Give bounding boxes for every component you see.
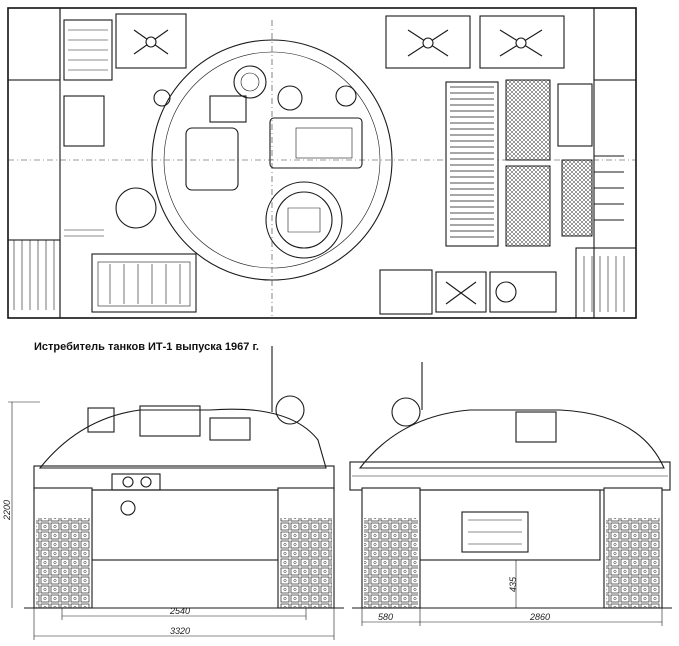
vent-dome-1-inner bbox=[240, 72, 260, 92]
fender-ribs-left bbox=[13, 240, 55, 310]
mesh-screen-2 bbox=[505, 165, 551, 247]
left-rails bbox=[64, 229, 104, 237]
front-headlight-1 bbox=[122, 476, 134, 488]
box-latch-1 bbox=[145, 36, 157, 48]
front-hull-lower bbox=[91, 489, 279, 561]
front-turret-dome bbox=[38, 408, 327, 469]
front-track-right-links bbox=[280, 518, 332, 608]
front-periscope-left bbox=[87, 407, 115, 433]
box-latch-2 bbox=[422, 37, 434, 49]
top-view bbox=[7, 7, 637, 319]
exhaust-rails bbox=[594, 155, 624, 221]
rear-box-2 bbox=[435, 271, 487, 313]
dim-track-width: 580 bbox=[378, 612, 394, 622]
front-tow-hook bbox=[120, 500, 136, 516]
dim-height-total: 2200 bbox=[2, 499, 12, 520]
rear-view bbox=[349, 362, 672, 626]
fender-front-left bbox=[7, 7, 61, 81]
periscope-2 bbox=[153, 89, 171, 107]
fender-ribs-right bbox=[583, 256, 625, 312]
dim-overall-width: 3320 bbox=[170, 626, 191, 636]
vent-dome-2 bbox=[335, 85, 357, 107]
dim-ground-clearance: 435 bbox=[508, 576, 518, 592]
left-rack bbox=[63, 19, 113, 81]
sight-housing bbox=[269, 117, 363, 169]
rear-hull-lower bbox=[419, 489, 601, 561]
left-rack-bars bbox=[68, 29, 108, 71]
rear-tow-plate bbox=[461, 511, 529, 553]
rear-track-left-links bbox=[364, 518, 418, 608]
dim-track-gauge: 2540 bbox=[170, 606, 191, 616]
rear-box-2-cross bbox=[445, 281, 477, 305]
left-hatch-ring bbox=[115, 187, 157, 229]
rear-box-3 bbox=[489, 271, 557, 313]
antenna-base bbox=[209, 95, 247, 123]
fender-rear-left bbox=[7, 239, 61, 319]
front-headlight-box bbox=[111, 473, 161, 491]
mesh-screen-3 bbox=[561, 159, 593, 237]
vent-dome-1 bbox=[233, 65, 267, 99]
cupola-outer bbox=[265, 181, 343, 259]
side-panel bbox=[557, 83, 593, 147]
rear-tow-plate-ribs bbox=[468, 519, 522, 545]
fuel-box-left-ribs bbox=[109, 264, 181, 304]
rear-box-1 bbox=[379, 269, 433, 315]
front-sight-block bbox=[139, 405, 201, 437]
rear-searchlight bbox=[391, 397, 421, 427]
drawing-caption: Истребитель танков ИТ-1 выпуска 1967 г. bbox=[34, 341, 259, 353]
fender-front-right bbox=[593, 7, 637, 81]
sight-window bbox=[295, 127, 353, 159]
front-track-left-links bbox=[36, 518, 90, 608]
periscope-1 bbox=[277, 85, 303, 111]
cupola-inner bbox=[275, 191, 333, 249]
rear-track-right-links bbox=[606, 518, 660, 608]
mesh-screen-1 bbox=[505, 79, 551, 161]
cupola-periscope bbox=[287, 207, 321, 233]
engine-grille-left-slats bbox=[450, 86, 494, 242]
fuel-box-left-inner bbox=[97, 261, 191, 307]
front-box bbox=[209, 417, 251, 441]
front-headlight-2 bbox=[140, 476, 152, 488]
fuel-box-left bbox=[91, 253, 197, 313]
rear-turret-dome bbox=[358, 409, 665, 469]
loader-hatch bbox=[185, 127, 239, 191]
fender-rear-right bbox=[575, 247, 637, 319]
top-hull-outline bbox=[7, 7, 637, 319]
front-view bbox=[8, 346, 344, 640]
front-searchlight bbox=[275, 395, 305, 425]
front-hull-glacis bbox=[33, 465, 335, 491]
rear-box-3-cap bbox=[495, 281, 517, 303]
dim-hull-width: 2860 bbox=[530, 612, 551, 622]
left-tool-box bbox=[63, 95, 105, 147]
rear-sight-block bbox=[515, 411, 557, 443]
box-latch-3 bbox=[515, 37, 527, 49]
